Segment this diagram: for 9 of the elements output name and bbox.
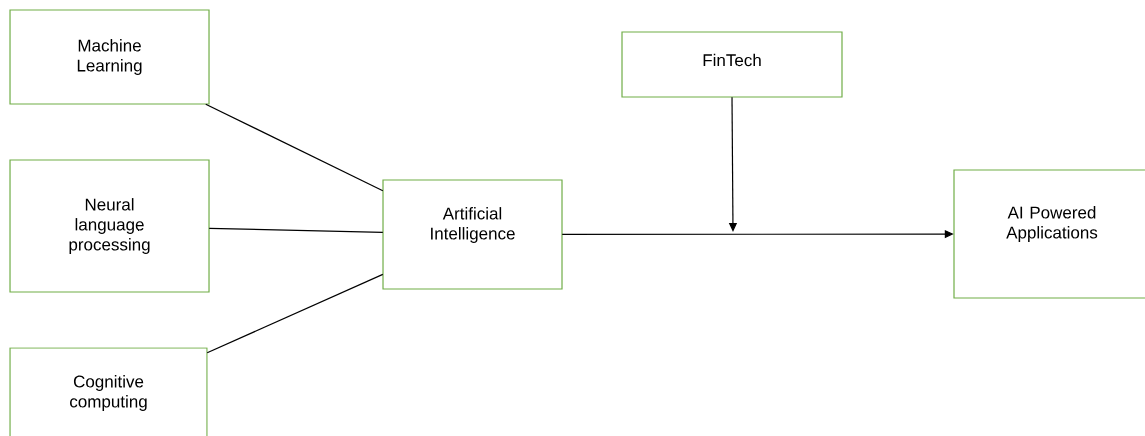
concept-box: Machine Learning [9,9,210,105]
connector-line [205,103,384,192]
connector-line [208,227,384,233]
concept-box: Artificial Intelligence [382,179,563,290]
connector-line [206,273,384,354]
concept-box: Cognitive computing [9,347,208,436]
concept-box: Neural language processing [9,159,210,293]
concept-box: FinTech [621,31,843,98]
concept-box: AI Powered Applications [953,169,1145,299]
